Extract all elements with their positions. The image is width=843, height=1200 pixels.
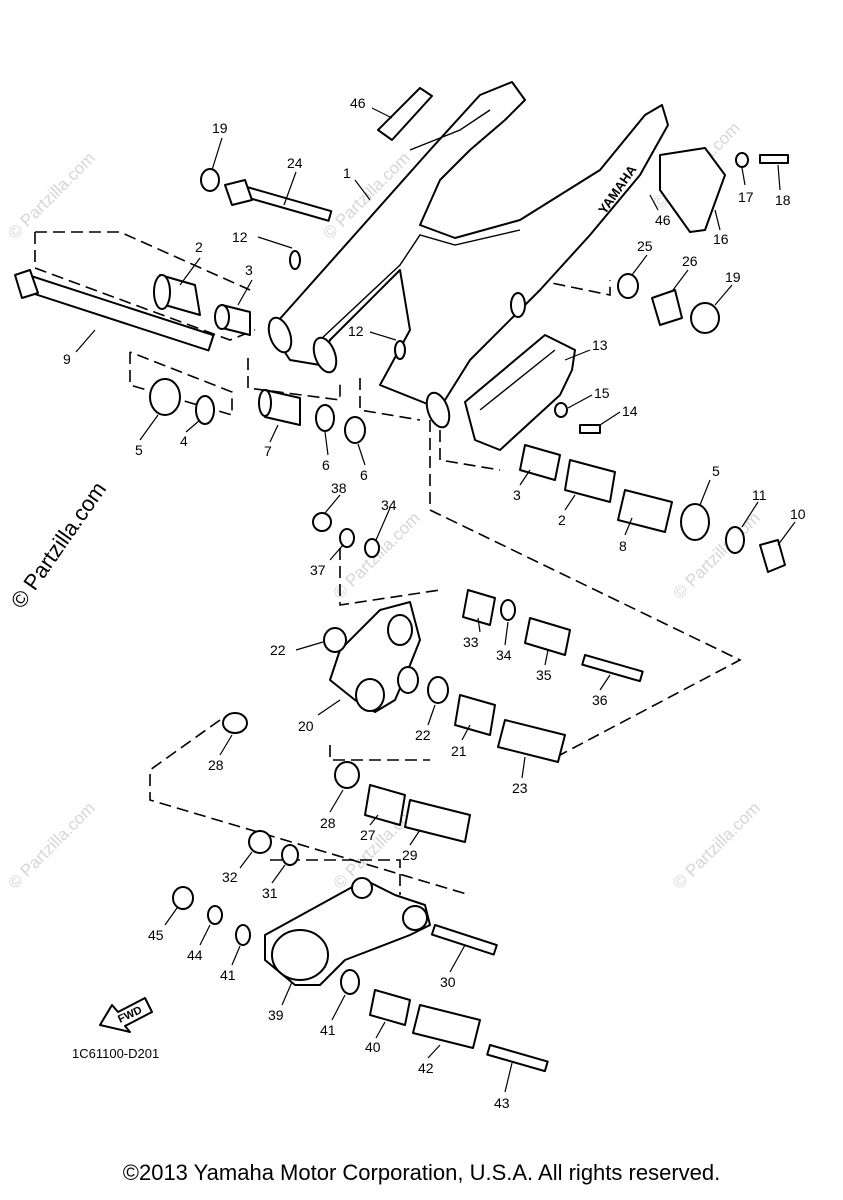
callout-46: 46 bbox=[350, 95, 366, 111]
callout-19: 19 bbox=[212, 120, 228, 136]
callout-22: 22 bbox=[270, 642, 286, 658]
callout-20: 20 bbox=[298, 718, 314, 734]
grease-nipple-12b bbox=[394, 340, 406, 360]
callout-29: 29 bbox=[402, 847, 418, 863]
relay-arm bbox=[329, 601, 421, 713]
callout-42: 42 bbox=[418, 1060, 434, 1076]
callout-12: 12 bbox=[232, 229, 248, 245]
callout-labels: 46 19 24 1 12 2 3 9 17 18 46 16 25 26 19… bbox=[63, 95, 806, 1111]
callout-6: 6 bbox=[360, 467, 368, 483]
chain-puller-plate bbox=[659, 147, 726, 233]
bolt-24 bbox=[224, 179, 333, 222]
callout-21: 21 bbox=[451, 743, 467, 759]
grease-nipple-12a bbox=[289, 250, 301, 270]
callout-30: 30 bbox=[440, 974, 456, 990]
fwd-arrow-icon: FWD bbox=[99, 997, 153, 1033]
callout-31: 31 bbox=[262, 885, 278, 901]
callout-35: 35 bbox=[536, 667, 552, 683]
callout-17: 17 bbox=[738, 189, 754, 205]
swingarm: YAMAHA bbox=[267, 81, 669, 429]
cap-19a bbox=[200, 168, 220, 192]
callout-16: 16 bbox=[713, 231, 729, 247]
watermark: © Partzilla.com bbox=[669, 798, 763, 892]
leader-lines bbox=[75, 107, 796, 1093]
relay-arm-parts bbox=[312, 512, 644, 763]
callout-27: 27 bbox=[360, 827, 376, 843]
diagram-code: 1C61100-D201 bbox=[72, 1046, 159, 1061]
upper-bushings bbox=[149, 168, 406, 444]
callout-4: 4 bbox=[180, 433, 188, 449]
callout-3: 3 bbox=[245, 262, 253, 278]
callout-39: 39 bbox=[268, 1007, 284, 1023]
callout-46: 46 bbox=[655, 212, 671, 228]
side-watermark: © Partzilla.com bbox=[6, 477, 112, 613]
connecting-rod-parts bbox=[222, 712, 471, 866]
callout-32: 32 bbox=[222, 869, 238, 885]
callout-5: 5 bbox=[712, 463, 720, 479]
callout-6: 6 bbox=[322, 457, 330, 473]
chain-guide bbox=[464, 334, 576, 451]
callout-1: 1 bbox=[343, 165, 351, 181]
right-pivot-parts bbox=[519, 152, 789, 573]
callout-11: 11 bbox=[752, 487, 767, 503]
callout-45: 45 bbox=[148, 927, 164, 943]
callout-18: 18 bbox=[775, 192, 791, 208]
callout-19: 19 bbox=[725, 269, 741, 285]
watermark: © Partzilla.com bbox=[4, 148, 98, 242]
callout-22: 22 bbox=[415, 727, 431, 743]
callout-15: 15 bbox=[594, 385, 610, 401]
callout-41: 41 bbox=[320, 1022, 336, 1038]
callout-5: 5 bbox=[135, 442, 143, 458]
callout-25: 25 bbox=[637, 238, 653, 254]
callout-8: 8 bbox=[619, 538, 627, 554]
callout-28: 28 bbox=[208, 757, 224, 773]
callout-44: 44 bbox=[187, 947, 203, 963]
callout-34: 34 bbox=[496, 647, 512, 663]
callout-12: 12 bbox=[348, 323, 364, 339]
callout-33: 33 bbox=[463, 634, 479, 650]
callout-14: 14 bbox=[622, 403, 638, 419]
callout-13: 13 bbox=[592, 337, 608, 353]
callout-2: 2 bbox=[195, 239, 203, 255]
pivot-shaft bbox=[14, 269, 215, 352]
watermark: © Partzilla.com bbox=[4, 798, 98, 892]
decal bbox=[377, 87, 433, 141]
callout-2: 2 bbox=[558, 512, 566, 528]
callout-41: 41 bbox=[220, 967, 236, 983]
callout-7: 7 bbox=[264, 443, 272, 459]
callout-26: 26 bbox=[682, 253, 698, 269]
callout-37: 37 bbox=[310, 562, 326, 578]
callout-38: 38 bbox=[331, 480, 347, 496]
callout-3: 3 bbox=[513, 487, 521, 503]
copyright-notice: ©2013 Yamaha Motor Corporation, U.S.A. A… bbox=[122, 1160, 721, 1185]
callout-40: 40 bbox=[365, 1039, 381, 1055]
connecting-rod bbox=[264, 877, 431, 986]
callout-28: 28 bbox=[320, 815, 336, 831]
callout-36: 36 bbox=[592, 692, 608, 708]
callout-43: 43 bbox=[494, 1095, 510, 1111]
callout-23: 23 bbox=[512, 780, 528, 796]
lower-parts bbox=[172, 886, 549, 1073]
callout-10: 10 bbox=[790, 506, 806, 522]
callout-9: 9 bbox=[63, 351, 71, 367]
callout-24: 24 bbox=[287, 155, 303, 171]
callout-34: 34 bbox=[381, 497, 397, 513]
